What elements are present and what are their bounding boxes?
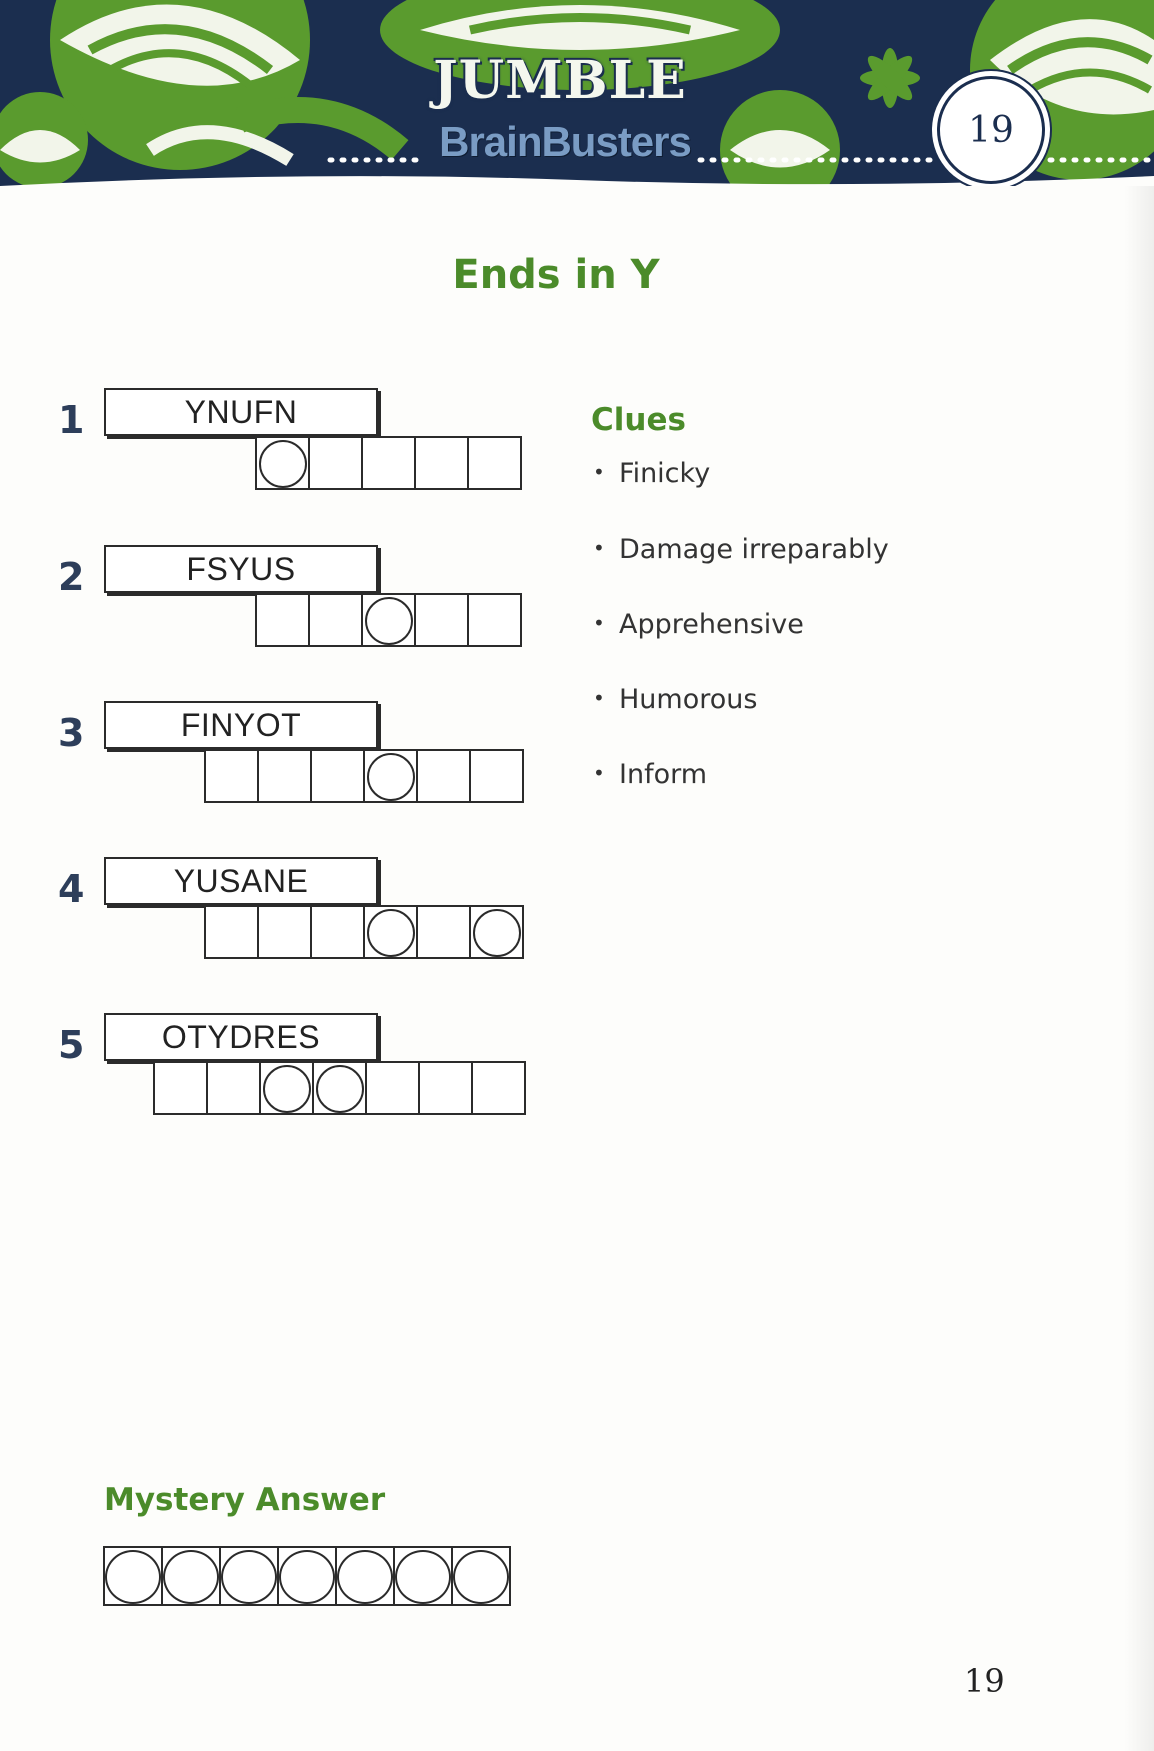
scrambled-word: FINYOT — [104, 701, 378, 749]
mystery-letter-circle[interactable] — [221, 1548, 279, 1604]
scrambled-word: YNUFN — [104, 388, 378, 436]
circled-letter-box[interactable] — [361, 593, 416, 647]
clue-text: Humorous — [619, 684, 758, 715]
letter-box[interactable] — [153, 1061, 208, 1115]
scrambled-word: YUSANE — [104, 857, 378, 905]
scrambled-word: FSYUS — [104, 545, 378, 593]
letter-box[interactable] — [418, 1061, 473, 1115]
circled-letter-box[interactable] — [469, 905, 524, 959]
circled-letter-box[interactable] — [255, 436, 310, 490]
puzzle-2: 2 FSYUS — [0, 545, 530, 655]
clue-item: • Damage irreparably — [593, 534, 889, 565]
mystery-letter-circle[interactable] — [453, 1548, 509, 1604]
letter-box[interactable] — [257, 905, 312, 959]
letter-box[interactable] — [467, 593, 522, 647]
clue-text: Finicky — [619, 458, 711, 489]
answer-boxes[interactable] — [255, 593, 522, 647]
mystery-answer-heading: Mystery Answer — [104, 1482, 386, 1518]
bullet: • — [593, 536, 605, 560]
clues-heading: Clues — [591, 402, 686, 438]
letter-box[interactable] — [414, 436, 469, 490]
puzzle-number: 2 — [58, 555, 85, 599]
mystery-letter-circle[interactable] — [105, 1548, 163, 1604]
letter-box[interactable] — [310, 749, 365, 803]
letter-box[interactable] — [471, 1061, 526, 1115]
puzzle-5: 5 OTYDRES — [0, 1013, 530, 1123]
bullet: • — [593, 761, 605, 785]
letter-box[interactable] — [416, 749, 471, 803]
letter-box[interactable] — [416, 905, 471, 959]
letter-box[interactable] — [257, 749, 312, 803]
floral-pattern — [0, 0, 1154, 186]
circled-letter-box[interactable] — [363, 905, 418, 959]
logo-jumble: JUMBLE — [433, 50, 687, 111]
answer-boxes[interactable] — [204, 905, 524, 959]
answer-boxes[interactable] — [153, 1061, 526, 1115]
circled-letter-box[interactable] — [363, 749, 418, 803]
puzzle-number: 4 — [58, 867, 85, 911]
letter-box[interactable] — [204, 749, 259, 803]
clue-text: Damage irreparably — [619, 534, 889, 565]
letter-box[interactable] — [469, 749, 524, 803]
answer-boxes[interactable] — [255, 436, 522, 490]
letter-box[interactable] — [310, 905, 365, 959]
puzzle-4: 4 YUSANE — [0, 857, 530, 967]
header-banner: JUMBLE BrainBusters 19 — [0, 0, 1154, 186]
logo-brainbusters: BrainBusters — [439, 118, 692, 165]
clue-item: • Inform — [593, 759, 707, 790]
clue-item: • Finicky — [593, 458, 710, 489]
puzzle-title: Ends in Y — [452, 252, 660, 298]
letter-box[interactable] — [206, 1061, 261, 1115]
scrambled-word: OTYDRES — [104, 1013, 378, 1061]
circled-letter-box[interactable] — [259, 1061, 314, 1115]
letter-box[interactable] — [308, 593, 363, 647]
clue-text: Inform — [619, 759, 708, 790]
mystery-letter-circle[interactable] — [279, 1548, 337, 1604]
mystery-answer-boxes[interactable] — [103, 1546, 511, 1606]
clue-item: • Apprehensive — [593, 609, 804, 640]
letter-box[interactable] — [255, 593, 310, 647]
bullet: • — [593, 611, 605, 635]
letter-box[interactable] — [204, 905, 259, 959]
puzzle-number: 3 — [58, 711, 85, 755]
letter-box[interactable] — [361, 436, 416, 490]
bullet: • — [593, 686, 605, 710]
letter-box[interactable] — [414, 593, 469, 647]
circled-letter-box[interactable] — [312, 1061, 367, 1115]
puzzle-3: 3 FINYOT — [0, 701, 530, 811]
puzzle-1: 1 YNUFN — [0, 388, 530, 498]
letter-box[interactable] — [308, 436, 363, 490]
mystery-letter-circle[interactable] — [163, 1548, 221, 1604]
answer-boxes[interactable] — [204, 749, 524, 803]
page-number-badge: 19 — [937, 76, 1045, 184]
letter-box[interactable] — [467, 436, 522, 490]
clue-text: Apprehensive — [619, 609, 804, 640]
puzzle-number: 5 — [58, 1023, 85, 1067]
mystery-letter-circle[interactable] — [337, 1548, 395, 1604]
page-number: 19 — [964, 1662, 1005, 1700]
page-edge-shadow — [1124, 186, 1154, 1751]
clue-item: • Humorous — [593, 684, 757, 715]
puzzle-number: 1 — [58, 398, 85, 442]
mystery-letter-circle[interactable] — [395, 1548, 453, 1604]
letter-box[interactable] — [365, 1061, 420, 1115]
bullet: • — [593, 460, 605, 484]
